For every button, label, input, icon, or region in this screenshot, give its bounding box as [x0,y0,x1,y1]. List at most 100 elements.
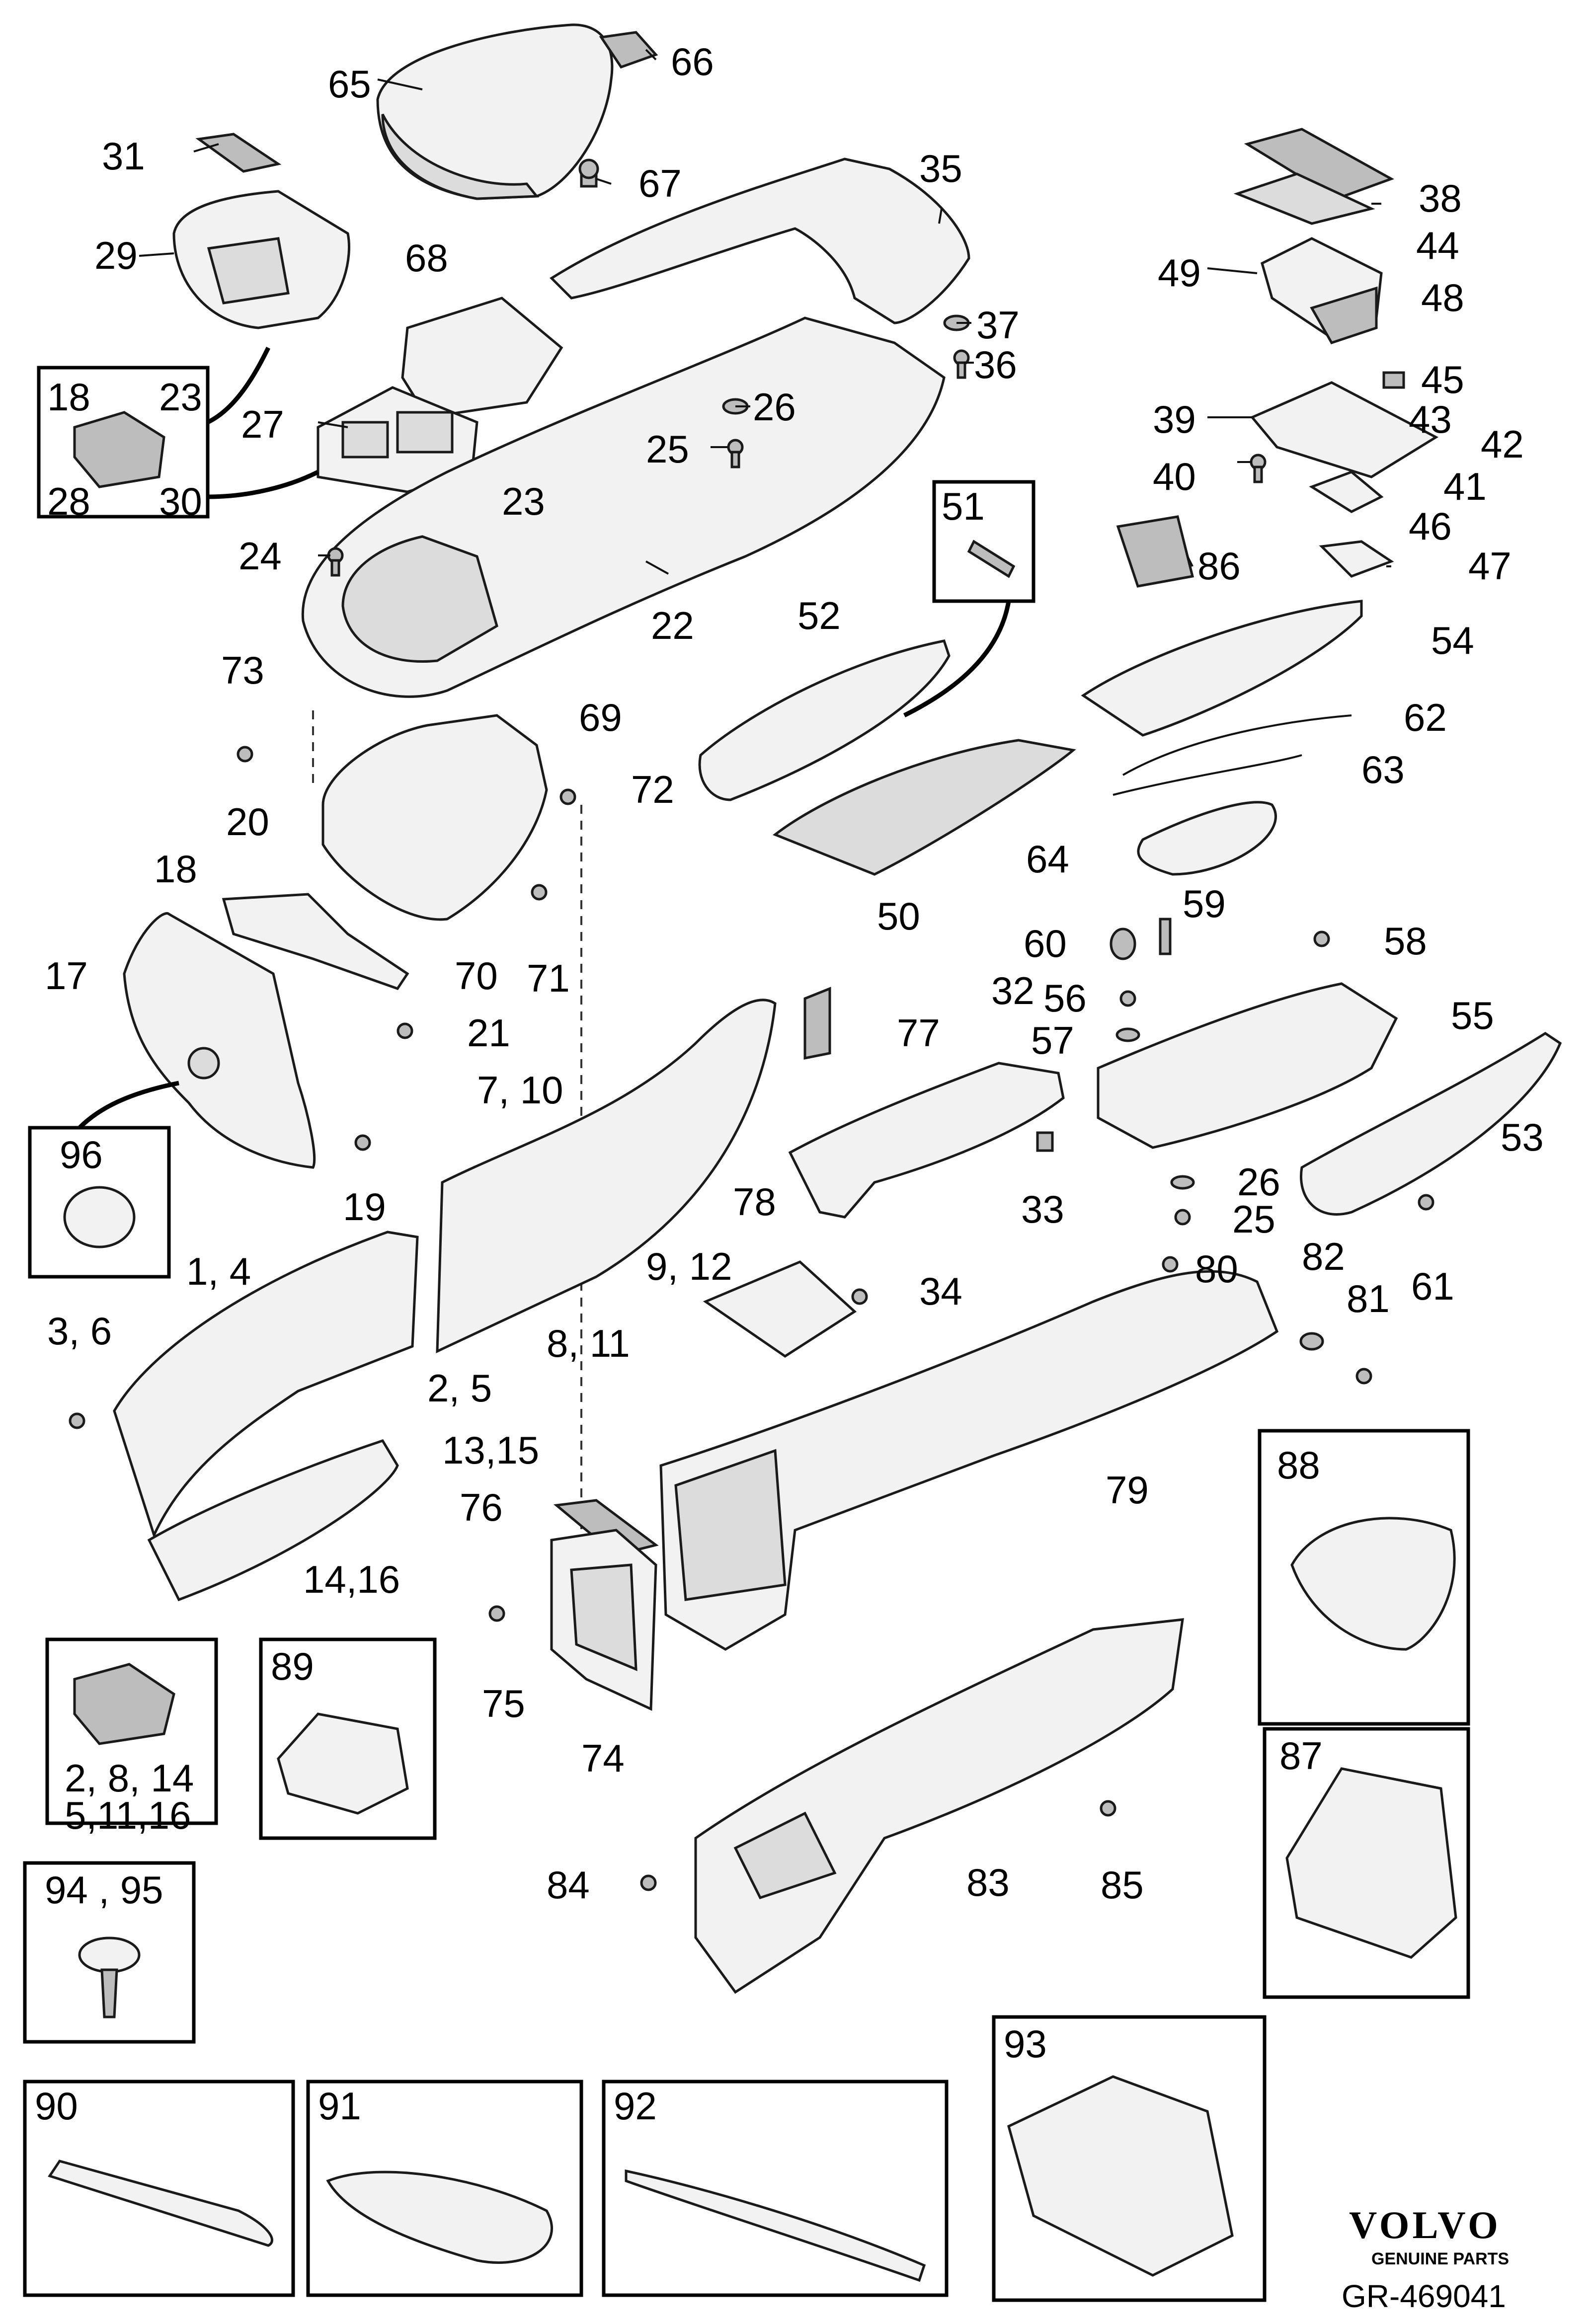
trim-strip-part-35 [550,157,970,324]
callout-7-10: 7, 10 [477,1068,563,1112]
callout-1-4: 1, 4 [186,1249,251,1293]
callout-27: 27 [241,402,284,446]
callout-64: 64 [1026,837,1069,881]
callout-33: 33 [1021,1187,1064,1231]
arrow-51-to-50 [903,601,1011,718]
washer-part-26-mid [1170,1175,1195,1190]
callout-26-top: 26 [753,385,796,429]
callout-68: 68 [405,236,448,280]
screw-part-56 [1119,990,1136,1007]
callout-2-5: 2, 5 [427,1366,492,1410]
screw-part-75 [488,1605,505,1622]
callout-42: 42 [1481,422,1524,466]
callout-37: 37 [976,303,1020,347]
inset-box-51 [932,480,1035,603]
callout-41: 41 [1443,465,1487,508]
brand-logo: VOLVO [1349,2203,1501,2247]
callout-54: 54 [1431,619,1474,662]
frame-part-74 [550,1529,657,1711]
callout-23: 23 [502,479,545,523]
clip-part-33 [1036,1131,1054,1152]
callout-22: 22 [651,604,694,647]
callout-58: 58 [1384,919,1427,963]
screw-part-25-top [727,439,744,468]
callout-40: 40 [1153,455,1196,498]
screw-part-94-95 [78,1937,141,2018]
callout-83: 83 [966,1860,1010,1904]
bracket-part-55 [1097,982,1398,1149]
side-panel-part-7-10 [436,999,777,1353]
callout-31: 31 [102,134,145,178]
callout-72: 72 [631,768,674,811]
screw-part-84 [640,1874,657,1891]
callout-25-mid: 25 [1232,1197,1275,1241]
lighting-part-63 [1113,754,1302,796]
mat-part-54 [1081,600,1363,737]
pin-part-59 [1159,918,1172,955]
screw-part-67 [578,158,599,188]
cover-part-31 [195,133,282,173]
callout-25-top: 25 [646,427,689,471]
callout-76: 76 [460,1485,503,1529]
screw-part-25-mid [1174,1209,1191,1226]
callout-85: 85 [1101,1863,1144,1907]
arrow-box-to-27 [207,469,319,499]
callout-39: 39 [1153,397,1196,441]
end-panel-part-17 [123,912,316,1169]
clip-part-2-8-14 [73,1663,175,1745]
callout-62: 62 [1404,696,1447,739]
clip-part-45 [1382,371,1405,389]
side-panel-part-1-4 [113,1231,419,1539]
leader-lines [139,49,1391,575]
screw-part-3-6 [69,1412,85,1429]
screw-part-36 [953,349,970,379]
callout-13-15: 13,15 [442,1428,540,1472]
insulation-part-78 [703,1260,857,1358]
bracket-part-39-43 [1250,381,1439,478]
callout-71: 71 [527,956,570,1000]
callout-53: 53 [1501,1115,1544,1159]
bracket-part-68 [401,297,563,419]
knob-part-60 [1110,928,1136,960]
arrow-96-to-17 [78,1081,179,1130]
callout-75: 75 [482,1682,525,1725]
callout-43: 43 [1409,397,1452,441]
inset-box-93 [992,2015,1267,2302]
callout-35: 35 [919,147,962,190]
callout-30: 30 [159,479,202,523]
callout-48: 48 [1421,276,1464,319]
callout-93: 93 [1004,2022,1047,2066]
callout-79: 79 [1106,1468,1149,1512]
callout-56: 56 [1043,976,1087,1020]
callout-21: 21 [467,1011,510,1055]
bracket-part-46 [1309,470,1384,513]
callout-26-mid: 26 [1237,1160,1280,1204]
trim-panel-part-52 [698,639,951,801]
callout-28: 28 [47,479,90,523]
callout-32: 32 [991,969,1034,1012]
callout-52: 52 [797,594,841,637]
callout-18-box: 18 [47,375,90,419]
callout-5-11-16: 5,11,16 [65,1793,191,1837]
callout-77: 77 [897,1011,940,1055]
callout-94-95: 94 , 95 [45,1868,163,1912]
arrow-box-to-29 [207,346,271,425]
callout-57: 57 [1031,1018,1074,1062]
callout-51: 51 [942,484,985,528]
screw-part-21 [397,1022,413,1039]
screw-part-80 [1162,1256,1179,1273]
console-body-part-79 [659,1270,1279,1651]
inset-box-91 [306,2080,583,2297]
module-part-86 [1116,515,1194,588]
callout-96: 96 [60,1133,103,1176]
console-top-frame-part-22 [301,316,946,698]
callout-81: 81 [1347,1277,1390,1320]
callout-63: 63 [1361,748,1405,791]
gear-housing-part-69 [321,714,548,921]
screw-part-71 [531,884,548,901]
mat-part-64 [1137,801,1277,876]
hinge-cover-part-66 [599,31,658,69]
washer-part-57 [1115,1027,1140,1042]
callout-90: 90 [35,2084,78,2128]
